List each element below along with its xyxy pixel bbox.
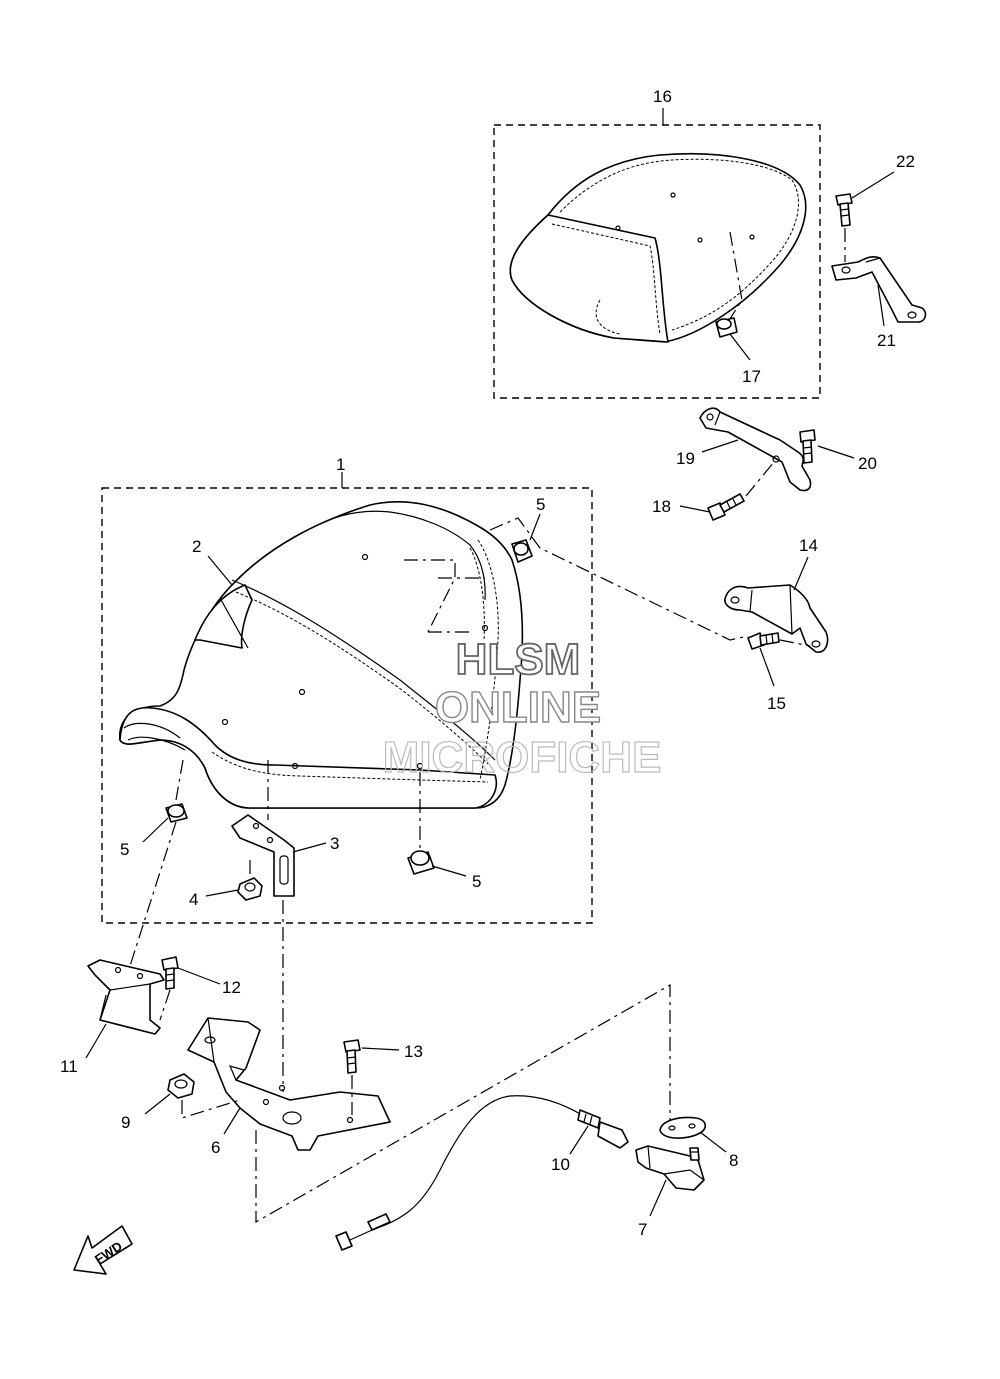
callout-9: 9 xyxy=(121,1113,130,1132)
watermark-line-3: MICROFICHE xyxy=(383,733,662,782)
part-14-bracket xyxy=(724,584,829,653)
callout-12: 12 xyxy=(222,978,241,997)
callout-5-bottom: 5 xyxy=(472,872,481,891)
part-17-grommet xyxy=(715,317,738,338)
part-9-nut xyxy=(167,1073,195,1099)
part-7-seat-lock xyxy=(635,1145,705,1191)
callout-6: 6 xyxy=(211,1138,220,1157)
watermark-line-1: HLSM xyxy=(456,635,581,684)
callout-10: 10 xyxy=(551,1155,570,1174)
watermark: HLSM ONLINE MICROFICHE xyxy=(382,634,662,783)
part-5-grommet-top xyxy=(511,539,533,563)
callout-labels: 1 2 3 4 5 5 5 5 6 7 8 9 10 11 12 13 14 1… xyxy=(60,87,915,1239)
callout-5-left: 5 xyxy=(120,840,129,859)
callout-7: 7 xyxy=(638,1220,647,1239)
callout-19: 19 xyxy=(676,449,695,468)
callout-14: 14 xyxy=(799,536,818,555)
callout-4: 4 xyxy=(189,890,198,909)
assembly-box-front-seat xyxy=(101,487,593,924)
part-11-bracket xyxy=(87,959,165,1035)
rear-seat xyxy=(509,152,807,343)
assembly-box-rear-seat xyxy=(493,124,821,399)
part-19-bracket xyxy=(699,407,812,492)
part-22-bolt xyxy=(835,193,853,227)
part-8-plate xyxy=(659,1116,707,1139)
part-18-bolt xyxy=(707,493,745,521)
callout-11: 11 xyxy=(60,1057,78,1076)
part-5-grommet-left xyxy=(165,803,188,823)
part-6-seat-lock-bracket xyxy=(187,1017,391,1151)
leader-lines xyxy=(85,171,895,1217)
part-13-bolt xyxy=(343,1039,361,1074)
callout-16: 16 xyxy=(653,87,672,106)
callout-1: 1 xyxy=(336,455,345,474)
front-seat xyxy=(119,501,524,809)
callout-2: 2 xyxy=(192,537,201,556)
part-21-bracket xyxy=(831,255,927,323)
part-4-nut xyxy=(237,877,263,901)
callout-18: 18 xyxy=(652,497,671,516)
callout-15: 15 xyxy=(767,694,786,713)
callout-3: 3 xyxy=(330,834,339,853)
part-12-bolt xyxy=(161,956,179,990)
callout-20: 20 xyxy=(858,454,877,473)
part-20-bolt xyxy=(799,429,816,464)
callout-17: 17 xyxy=(742,367,761,386)
fwd-arrow-icon: FWD xyxy=(73,1225,133,1275)
part-15-bolt xyxy=(747,632,780,650)
callout-5-top: 5 xyxy=(536,495,545,514)
callout-8: 8 xyxy=(729,1151,738,1170)
callout-22: 22 xyxy=(896,152,915,171)
callout-21: 21 xyxy=(877,331,896,350)
watermark-line-2: ONLINE xyxy=(435,683,601,732)
callout-13: 13 xyxy=(404,1042,423,1061)
part-3-bracket xyxy=(231,814,295,897)
part-5-grommet-bottom xyxy=(407,850,435,875)
part-10-seat-lock-cable xyxy=(335,1095,629,1251)
